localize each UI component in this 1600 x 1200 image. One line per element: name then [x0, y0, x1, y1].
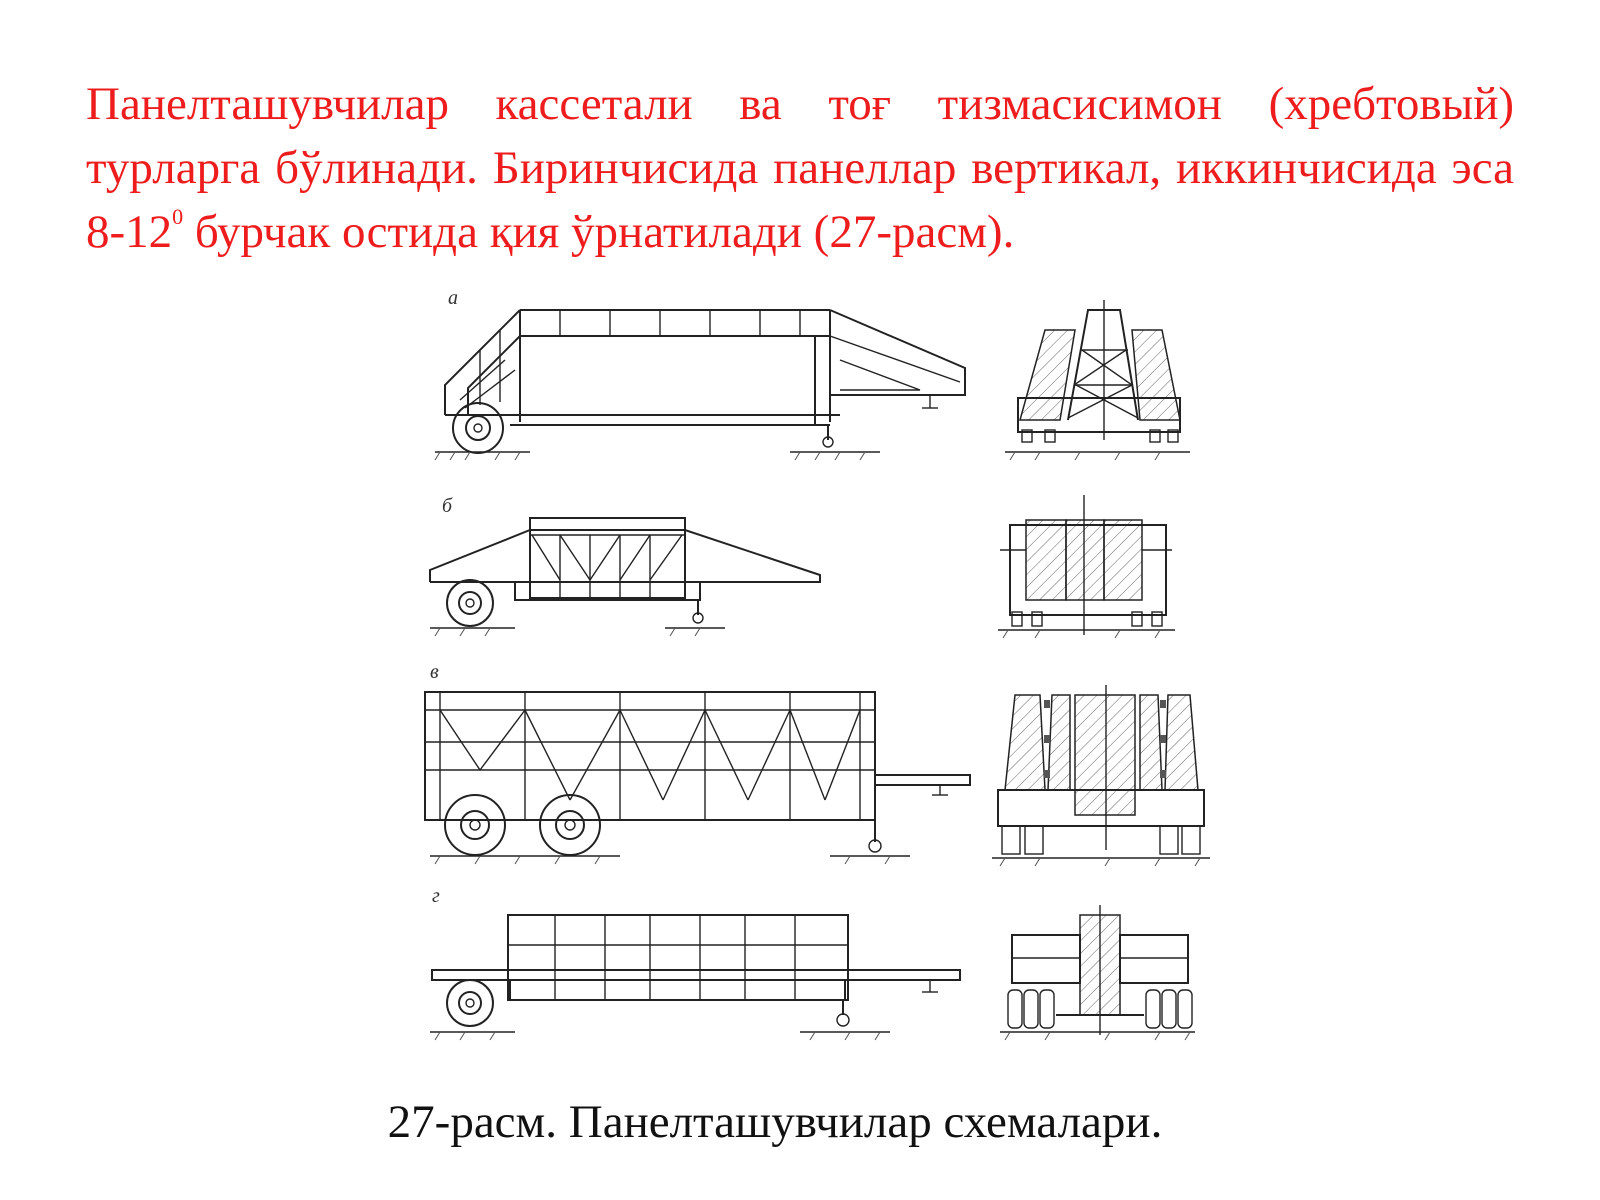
- scheme-b-side-view: [429, 517, 821, 637]
- scheme-a: а: [434, 290, 1190, 461]
- degree-superscript: 0: [172, 204, 184, 230]
- panel-carrier-schemes-figure: а: [420, 290, 1240, 1065]
- scheme-b-end-view: [998, 495, 1175, 639]
- scheme-g-end-view: [1000, 905, 1195, 1041]
- scheme-letter-a: а: [448, 290, 458, 309]
- body-text-part2: бурчак остида қия ўрнатилади (27-расм).: [183, 206, 1015, 258]
- schemes-drawing: а: [424, 290, 1210, 1041]
- body-text-part1: Панелташувчилар кассетали ва тоғ тизмаси…: [86, 78, 1514, 258]
- scheme-letter-g: г: [432, 885, 440, 907]
- figure-caption: 27-расм. Панелташувчилар схемалари.: [387, 1096, 1163, 1148]
- body-paragraph: Панелташувчилар кассетали ва тоғ тизмаси…: [86, 72, 1514, 264]
- scheme-v-end-view: [992, 685, 1210, 867]
- scheme-letter-b: б: [442, 495, 453, 517]
- scheme-v-side-view: [424, 691, 971, 865]
- scheme-a-side-view: [434, 309, 966, 461]
- scheme-a-end-view: [1005, 300, 1190, 461]
- scheme-g: г: [430, 885, 1195, 1041]
- scheme-letter-v: в: [430, 661, 439, 683]
- scheme-b: б: [429, 495, 1175, 639]
- scheme-g-side-view: [430, 914, 961, 1041]
- scheme-v: в: [424, 661, 1210, 867]
